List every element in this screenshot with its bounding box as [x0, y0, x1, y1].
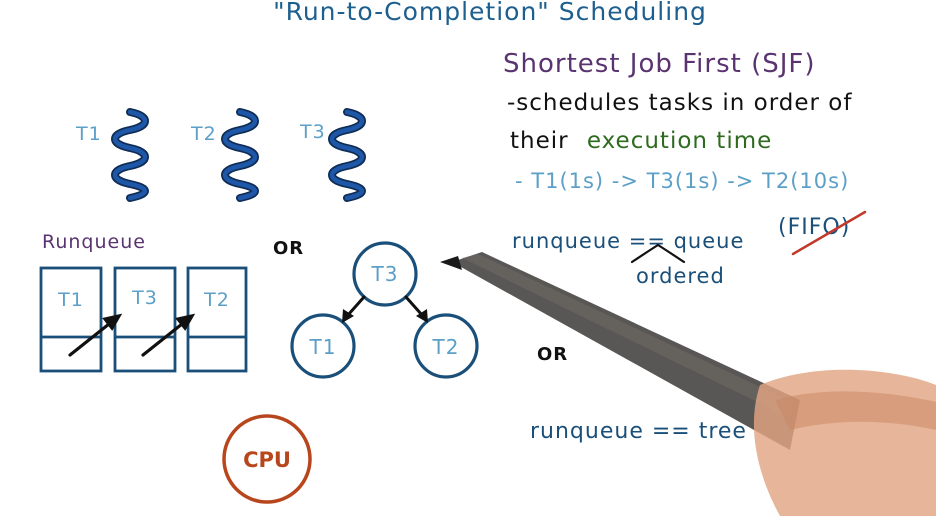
runqueue-cell-2 — [113, 266, 177, 373]
link-arrow-2 — [141, 318, 189, 357]
fifo-strikethrough — [791, 210, 867, 256]
tree-node-root — [352, 241, 418, 307]
thread-label-t2: T2 — [190, 123, 217, 145]
runqueue-cell-1 — [39, 266, 103, 373]
cpu-label: CPU — [243, 448, 291, 472]
ordered-brace — [630, 243, 686, 264]
sjf-description-line2: their execution time — [510, 128, 772, 154]
tree-left-label: T1 — [309, 335, 337, 359]
tree-structure — [290, 241, 479, 379]
runqueue-label: Runqueue — [42, 231, 146, 253]
link-arrow-1 — [68, 318, 116, 357]
link-arrowhead-2 — [175, 313, 196, 331]
ordered-annotation: ordered — [636, 264, 725, 288]
thread-label-t3: T3 — [299, 121, 326, 143]
sjf-line2-highlight: execution time — [587, 128, 772, 154]
tree-edge-left — [346, 295, 366, 317]
pen-tip — [440, 256, 462, 270]
page-title: "Run-to-Completion" Scheduling — [273, 0, 707, 26]
cpu-circle — [222, 414, 312, 504]
tree-node-left — [290, 313, 356, 379]
runqueue-links — [68, 313, 196, 357]
runqueue-tree-equation: runqueue == tree — [530, 419, 747, 444]
tree-node-right — [413, 313, 479, 379]
tree-root-label: T3 — [371, 262, 399, 286]
stylus-pen-icon — [440, 252, 936, 516]
runqueue-cell-1-label: T1 — [57, 289, 84, 311]
sjf-example-order: - T1(1s) -> T3(1s) -> T2(10s) — [515, 169, 849, 193]
link-arrowhead-1 — [102, 313, 123, 331]
threads-group: T1 T2 T3 — [75, 108, 366, 202]
or-label-middle: OR — [273, 238, 304, 259]
sjf-heading: Shortest Job First (SJF) — [503, 49, 816, 79]
or-label-right: OR — [537, 344, 568, 365]
runqueue-queue-equation: runqueue == queue — [512, 229, 744, 253]
sjf-description-line1: -schedules tasks in order of — [507, 90, 852, 116]
tree-right-label: T2 — [432, 335, 460, 359]
tree-edge-right — [404, 295, 424, 317]
runqueue-cell-2-label: T3 — [131, 287, 158, 309]
thread-label-t1: T1 — [75, 123, 102, 145]
sjf-line2-prefix: their — [510, 128, 569, 154]
pen-body — [452, 252, 800, 450]
runqueue-cell-3 — [186, 266, 248, 373]
runqueue-cell-3-label: T2 — [203, 289, 230, 311]
